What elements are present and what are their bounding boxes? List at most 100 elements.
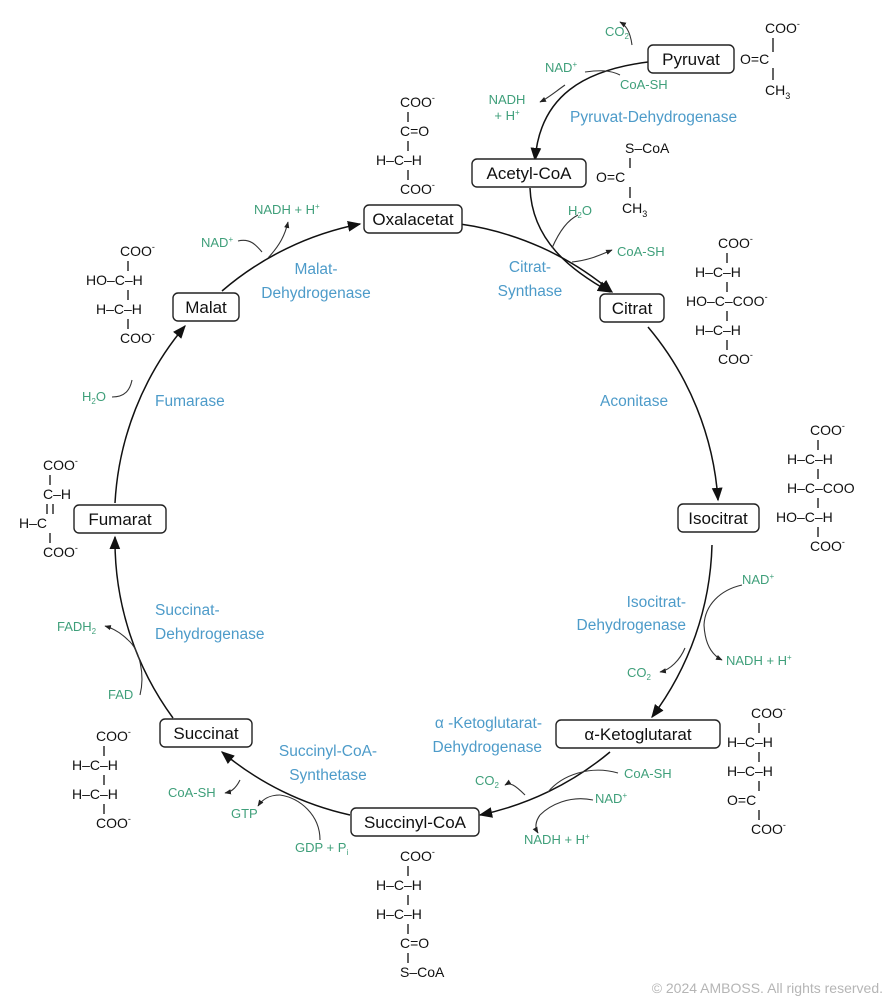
cofactor-gdp-scs: GDP + Pi	[295, 840, 348, 857]
structure-acetylcoa: S–CoA O=C CH3	[596, 140, 670, 219]
svg-text:H–C–H: H–C–H	[72, 757, 118, 773]
structure-malat: COO- HO–C–H H–C–H COO-	[86, 242, 155, 346]
cofactor-coash-pdh: CoA-SH	[620, 77, 668, 92]
metabolite-pyruvat: Pyruvat	[647, 44, 735, 74]
svg-text:H–C–H: H–C–H	[376, 906, 422, 922]
cofactor-nad-kgdh: NAD+	[595, 791, 627, 806]
arrow-isocitrat-to-ketoglutarat	[651, 544, 713, 719]
structure-citrat: COO- H–C–H HO–C–COO- H–C–H COO-	[686, 234, 768, 367]
svg-text:HO–C–H: HO–C–H	[86, 272, 143, 288]
svg-text:C=O: C=O	[400, 123, 429, 139]
enzyme-kgdh-line2: Dehydrogenase	[433, 739, 542, 756]
structure-ketoglutarat: COO- H–C–H H–C–H O=C COO-	[727, 704, 786, 837]
enzyme-idh-line1: Isocitrat-	[627, 594, 686, 611]
metabolite-succinat: Succinat	[159, 718, 253, 748]
svg-text:H–C–COO: H–C–COO	[787, 480, 855, 496]
enzyme-fumarase: Fumarase	[155, 393, 225, 410]
svg-text:COO-: COO-	[400, 847, 435, 864]
svg-text:COO-: COO-	[718, 350, 753, 367]
structure-succinylcoa: COO- H–C–H H–C–H C=O S–CoA	[376, 847, 445, 980]
enzyme-scs-line1: Succinyl-CoA-	[279, 743, 377, 760]
enzyme-mdh-line2: Dehydrogenase	[261, 285, 370, 302]
enzyme-idh-line2: Dehydrogenase	[577, 617, 686, 634]
svg-text:COO-: COO-	[810, 537, 845, 554]
copyright-notice: © 2024 AMBOSS. All rights reserved.	[652, 980, 883, 996]
metabolite-label: Malat	[185, 298, 227, 317]
svg-text:COO-: COO-	[43, 456, 78, 473]
svg-text:COO-: COO-	[43, 543, 78, 560]
cofactor-fadh2-sdh: FADH2	[57, 619, 97, 636]
metabolite-label: Isocitrat	[688, 509, 748, 528]
svg-text:COO-: COO-	[751, 820, 786, 837]
cofactor-nadh-idh: NADH + H+	[726, 653, 792, 668]
svg-text:HO–C–H: HO–C–H	[776, 509, 833, 525]
structure-pyruvat: COO- O=C CH3	[740, 19, 800, 101]
svg-text:H–C–H: H–C–H	[695, 264, 741, 280]
cofactor-h2o-cs: H2O	[568, 203, 592, 220]
enzyme-kgdh-line1: α -Ketoglutarat-	[435, 715, 542, 732]
arrow-malat-to-oxalacetat	[221, 221, 362, 292]
enzyme-labels: Pyruvat-Dehydrogenase Citrat- Synthase A…	[155, 109, 737, 784]
svg-text:C=O: C=O	[400, 935, 429, 951]
metabolite-acetylcoa: Acetyl-CoA	[471, 158, 587, 188]
metabolite-label: Fumarat	[88, 510, 152, 529]
cofactor-co2-idh: CO2	[627, 665, 652, 682]
cofactor-fad-sdh: FAD	[108, 687, 133, 702]
enzyme-pdh: Pyruvat-Dehydrogenase	[570, 109, 737, 126]
cofactor-nadh-pdh-line1: NADH	[489, 92, 526, 107]
arrow-succinylcoa-to-succinat	[220, 751, 351, 816]
svg-text:O=C: O=C	[596, 169, 625, 185]
svg-text:H–C–H: H–C–H	[96, 301, 142, 317]
svg-text:H–C: H–C	[19, 515, 47, 531]
svg-text:S–CoA: S–CoA	[400, 964, 445, 980]
svg-text:COO-: COO-	[751, 704, 786, 721]
cofactor-coash-scs: CoA-SH	[168, 785, 216, 800]
metabolite-malat: Malat	[172, 292, 240, 322]
enzyme-sdh-line2: Dehydrogenase	[155, 626, 264, 643]
cofactor-nadh-mdh: NADH + H+	[254, 202, 320, 217]
svg-text:H–C–H: H–C–H	[695, 322, 741, 338]
svg-text:COO-: COO-	[96, 727, 131, 744]
metabolite-label: Citrat	[612, 299, 653, 318]
metabolite-label: α-Ketoglutarat	[584, 725, 691, 744]
svg-text:CH3: CH3	[622, 200, 647, 219]
metabolite-succinylcoa: Succinyl-CoA	[350, 807, 480, 837]
cycle-arrows	[109, 221, 723, 818]
metabolite-fumarat: Fumarat	[73, 504, 167, 534]
cofactor-coash-cs: CoA-SH	[617, 244, 665, 259]
metabolite-label: Oxalacetat	[372, 210, 454, 229]
cofactor-co2-kgdh: CO2	[475, 773, 500, 790]
svg-text:COO-: COO-	[400, 180, 435, 197]
enzyme-scs-line2: Synthetase	[289, 767, 367, 784]
cofactor-nad-idh: NAD+	[742, 572, 774, 587]
arrow-pyruvat-to-acetylcoa	[530, 61, 649, 162]
svg-text:COO-: COO-	[718, 234, 753, 251]
cofactor-h2o-fumarase: H2O	[82, 389, 106, 406]
svg-text:H–C–H: H–C–H	[727, 734, 773, 750]
structure-fumarat: COO- C–H H–C COO-	[19, 456, 78, 560]
svg-text:S–CoA: S–CoA	[625, 140, 670, 156]
arrow-ketoglutarat-to-succinylcoa	[478, 751, 611, 818]
metabolite-label: Succinat	[173, 724, 238, 743]
cofactor-nad-mdh: NAD+	[201, 235, 233, 250]
svg-text:O=C: O=C	[740, 51, 769, 67]
svg-text:H–C–H: H–C–H	[376, 152, 422, 168]
cofactor-nad-pdh: NAD+	[545, 60, 577, 75]
cofactor-labels: CO2 NAD+ CoA-SH NADH + H+ H2O CoA-SH NAD…	[57, 24, 792, 857]
arrow-succinat-to-fumarat	[109, 535, 174, 719]
arrow-citrat-to-isocitrat	[647, 326, 723, 502]
arrow-acetylcoa-to-citrat	[529, 187, 612, 293]
svg-text:COO-: COO-	[400, 93, 435, 110]
metabolite-oxalacetat: Oxalacetat	[363, 204, 463, 234]
svg-text:H–C–H: H–C–H	[376, 877, 422, 893]
svg-text:H–C–H: H–C–H	[787, 451, 833, 467]
arrow-fumarat-to-malat	[114, 324, 186, 504]
enzyme-cs-line1: Citrat-	[509, 259, 551, 276]
svg-text:H–C–H: H–C–H	[727, 763, 773, 779]
metabolite-label: Pyruvat	[662, 50, 720, 69]
cofactor-nadh-kgdh: NADH + H+	[524, 832, 590, 847]
structure-succinat: COO- H–C–H H–C–H COO-	[72, 727, 131, 831]
metabolite-label: Acetyl-CoA	[486, 164, 572, 183]
metabolite-ketoglutarat: α-Ketoglutarat	[555, 719, 721, 749]
